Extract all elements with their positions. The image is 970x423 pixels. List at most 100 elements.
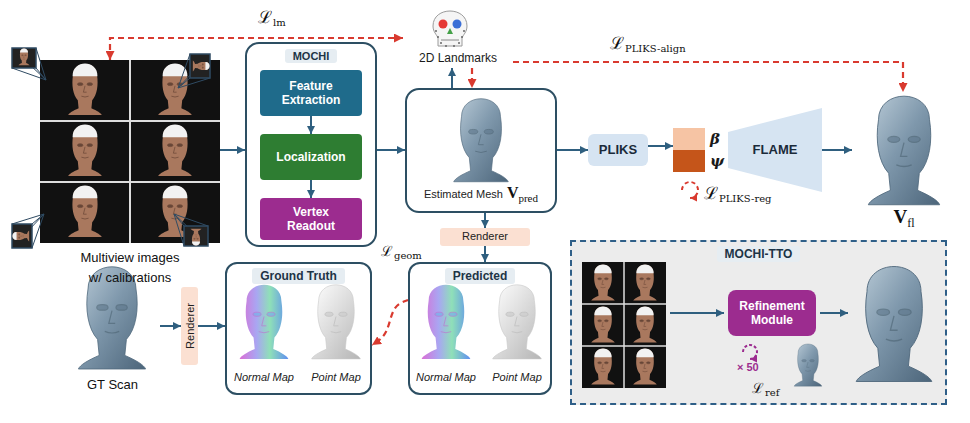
illustration-part [591, 264, 615, 300]
image-grid: Multiview images w/ calibrations [40, 60, 220, 243]
node-text: Estimated Mesh [424, 188, 503, 200]
flame-mesh [868, 96, 939, 205]
illustration-part [68, 64, 102, 115]
normal-map [422, 285, 471, 359]
illustration-part [40, 60, 220, 243]
map-image: Point Map [484, 282, 550, 362]
flow-arrow [557, 149, 588, 151]
illustration-part [453, 45, 455, 47]
node-text: Predicted [445, 268, 516, 284]
subscript-label: PLIKS-align [625, 43, 686, 55]
renderer-box: Renderer [440, 228, 530, 246]
text-holder: Localization [260, 134, 362, 180]
flow-arrow [220, 149, 245, 151]
text-holder: MOCHI-TTO [572, 244, 945, 262]
node-text: Renderer [184, 303, 196, 349]
text-holder: Renderer [181, 287, 198, 365]
mesh-figure: Vfl [852, 92, 956, 205]
group-box: Normal MapPoint MapPredicted [408, 262, 552, 395]
text-holder: Normal Map [228, 366, 300, 386]
text-holder: Vfl [852, 206, 956, 231]
illustration-part [633, 348, 657, 384]
illustration-part [433, 11, 467, 46]
illustration-part [633, 306, 657, 342]
flow-arrow [160, 325, 181, 327]
flow-arrow [310, 180, 312, 198]
subscript-label: geom [394, 250, 422, 262]
text-holder: Renderer [440, 228, 530, 246]
loss-label: ℒ [752, 380, 764, 396]
node-text: MOCHI [285, 49, 338, 63]
illustration-part [439, 20, 448, 29]
illustration-part [582, 262, 666, 388]
node-text: Vertex Readout [268, 205, 354, 234]
loss-label: ℒ [258, 8, 272, 28]
illustration-part [582, 262, 666, 388]
text-holder: GT Scan [63, 374, 163, 394]
node-text: Feature Extraction [268, 79, 354, 108]
flow-arrow [198, 325, 225, 327]
model-trapezoid: FLAME [728, 108, 822, 192]
node-text: 2D Landmarks [419, 51, 497, 65]
illustration-part [458, 42, 460, 44]
refined-mesh [856, 267, 932, 382]
node-text: V [893, 206, 907, 227]
process-box: Refinement Module [728, 290, 816, 336]
node-text: ψ [710, 152, 724, 170]
flow-arrow [484, 213, 486, 228]
illustration-part [591, 348, 615, 384]
text-holder: Normal Map [410, 366, 482, 386]
text-holder: Point Map [300, 366, 372, 386]
node-text: V [507, 184, 519, 201]
point-map [493, 285, 542, 359]
text-holder: 2D Landmarks [403, 48, 513, 66]
node-text: FLAME [753, 142, 798, 158]
text-holder: Ground Truth [227, 266, 370, 284]
illustration-part [40, 60, 220, 243]
map-image: Normal Map [230, 282, 298, 362]
landmark-icon: 2D Landmarks [403, 4, 513, 68]
illustration-part [158, 125, 192, 176]
loss-loop [682, 182, 698, 198]
subscript-label: PLIKS-reg [719, 193, 772, 205]
node-text: PLIKS [599, 142, 637, 158]
text-holder: Feature Extraction [260, 70, 362, 116]
node-text: Point Map [492, 371, 542, 383]
node-text: Normal Map [234, 371, 294, 383]
loss-label: ℒ [381, 243, 393, 259]
text-holder: β [710, 130, 720, 148]
mesh-box: Estimated Mesh Vpred [405, 88, 557, 213]
node-text: Renderer [462, 230, 508, 243]
loss-arrow [513, 62, 903, 92]
trapezoid-fill [728, 108, 822, 192]
flow-arrow [820, 312, 848, 314]
flow-arrow [377, 149, 405, 151]
illustration-part [68, 125, 102, 176]
text-holder: Estimated Mesh Vpred [407, 184, 555, 204]
node-text: pred [518, 192, 538, 204]
illustration-part [437, 36, 439, 38]
text-holder: Multiview images w/ calibrations [74, 247, 186, 287]
landmark-skull [433, 11, 467, 47]
node-text: β [710, 130, 720, 148]
text-holder: Vertex Readout [260, 198, 362, 240]
node-text: MOCHI-TTO [717, 246, 801, 262]
group-box: Normal MapPoint MapGround Truth [225, 262, 372, 395]
text-holder: Point Map [481, 366, 553, 386]
estimated-mesh [454, 99, 509, 182]
flow-arrow [484, 246, 486, 262]
illustration-part [158, 64, 192, 115]
param-bar: β [673, 128, 705, 150]
loss-label: ℒ [610, 34, 624, 54]
node-text: Localization [276, 150, 345, 164]
node-text: GT Scan [87, 377, 138, 392]
flow-arrow [310, 116, 312, 134]
loss-arrow [471, 68, 473, 88]
process-box: Localization [260, 134, 362, 180]
flow-arrow [670, 312, 724, 314]
illustration-part [174, 214, 208, 246]
text-holder: Refinement Module [728, 290, 816, 336]
illustration-part [447, 28, 453, 34]
